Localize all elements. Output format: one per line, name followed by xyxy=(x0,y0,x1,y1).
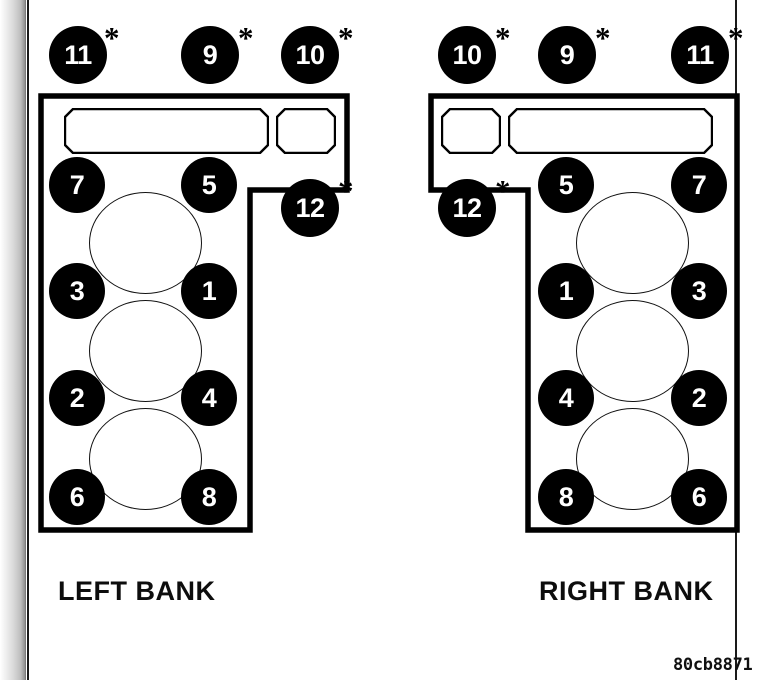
plug-label: 7 xyxy=(691,169,707,200)
plug-disc-right-3: 3 xyxy=(671,263,727,319)
plug-label: 8 xyxy=(558,481,574,512)
asterisk-left-9: * xyxy=(238,20,254,55)
plug-label: 5 xyxy=(558,169,574,200)
plug-label: 3 xyxy=(691,275,707,306)
cylinder-bore-left-1 xyxy=(89,192,202,294)
asterisk-left-11: * xyxy=(104,20,120,55)
bank-caption-left: LEFT BANK xyxy=(58,576,216,606)
asterisk-left-10: * xyxy=(338,20,354,55)
coil-label: 11 xyxy=(64,39,92,70)
plug-label: 1 xyxy=(558,275,574,306)
plug-disc-right-1: 1 xyxy=(538,263,594,319)
plug-disc-right-5: 5 xyxy=(538,157,594,213)
coil-label: 9 xyxy=(559,39,575,70)
cylinder-bore-right-3 xyxy=(576,408,689,510)
plug-label: 8 xyxy=(201,481,217,512)
plug-disc-left-8: 8 xyxy=(181,469,237,525)
plug-label: 6 xyxy=(69,481,85,512)
plug-label: 3 xyxy=(69,275,85,306)
plug-disc-left-5: 5 xyxy=(181,157,237,213)
plug-disc-left-2: 2 xyxy=(49,370,105,426)
asterisk-right-11: * xyxy=(728,20,744,55)
page-border-left xyxy=(27,0,29,680)
plug-disc-left-1: 1 xyxy=(181,263,237,319)
asterisk-right-12: * xyxy=(495,173,511,208)
plug-label: 6 xyxy=(691,481,707,512)
bank-caption-right: RIGHT BANK xyxy=(539,576,714,606)
coil-disc-left-12: 12 xyxy=(281,179,339,237)
coil-disc-right-11: 11 xyxy=(671,26,729,84)
coil-label: 12 xyxy=(452,192,482,223)
cover-box-right-small xyxy=(441,108,501,154)
plug-disc-right-2: 2 xyxy=(671,370,727,426)
page-edge-shadow xyxy=(0,0,26,680)
figure-id-code: 80cb8871 xyxy=(673,655,753,675)
coil-label: 10 xyxy=(452,39,482,70)
plug-disc-right-4: 4 xyxy=(538,370,594,426)
cover-box-left-long xyxy=(64,108,269,154)
coil-label: 9 xyxy=(202,39,218,70)
asterisk-right-10: * xyxy=(495,20,511,55)
cylinder-bore-right-2 xyxy=(576,300,689,402)
coil-disc-right-10: 10 xyxy=(438,26,496,84)
plug-disc-right-7: 7 xyxy=(671,157,727,213)
plug-label: 7 xyxy=(69,169,85,200)
plug-label: 4 xyxy=(201,382,217,413)
coil-disc-left-9: 9 xyxy=(181,26,239,84)
coil-disc-right-12: 12 xyxy=(438,179,496,237)
bank-outline-left xyxy=(38,93,350,533)
coil-disc-left-10: 10 xyxy=(281,26,339,84)
coil-disc-left-11: 11 xyxy=(49,26,107,84)
asterisk-right-9: * xyxy=(595,20,611,55)
plug-disc-left-4: 4 xyxy=(181,370,237,426)
coil-label: 11 xyxy=(686,39,714,70)
coil-label: 10 xyxy=(295,39,325,70)
coil-disc-right-9: 9 xyxy=(538,26,596,84)
plug-label: 2 xyxy=(691,382,707,413)
plug-label: 2 xyxy=(69,382,85,413)
plug-label: 4 xyxy=(558,382,574,413)
plug-disc-right-6: 6 xyxy=(671,469,727,525)
plug-disc-right-8: 8 xyxy=(538,469,594,525)
cover-box-right-long xyxy=(508,108,713,154)
plug-disc-left-6: 6 xyxy=(49,469,105,525)
plug-disc-left-3: 3 xyxy=(49,263,105,319)
plug-disc-left-7: 7 xyxy=(49,157,105,213)
plug-label: 1 xyxy=(201,275,217,306)
cylinder-bore-right-1 xyxy=(576,192,689,294)
coil-label: 12 xyxy=(295,192,325,223)
plug-label: 5 xyxy=(201,169,217,200)
cover-box-left-small xyxy=(276,108,336,154)
asterisk-left-12: * xyxy=(338,173,354,208)
bank-outline-right xyxy=(428,93,740,533)
